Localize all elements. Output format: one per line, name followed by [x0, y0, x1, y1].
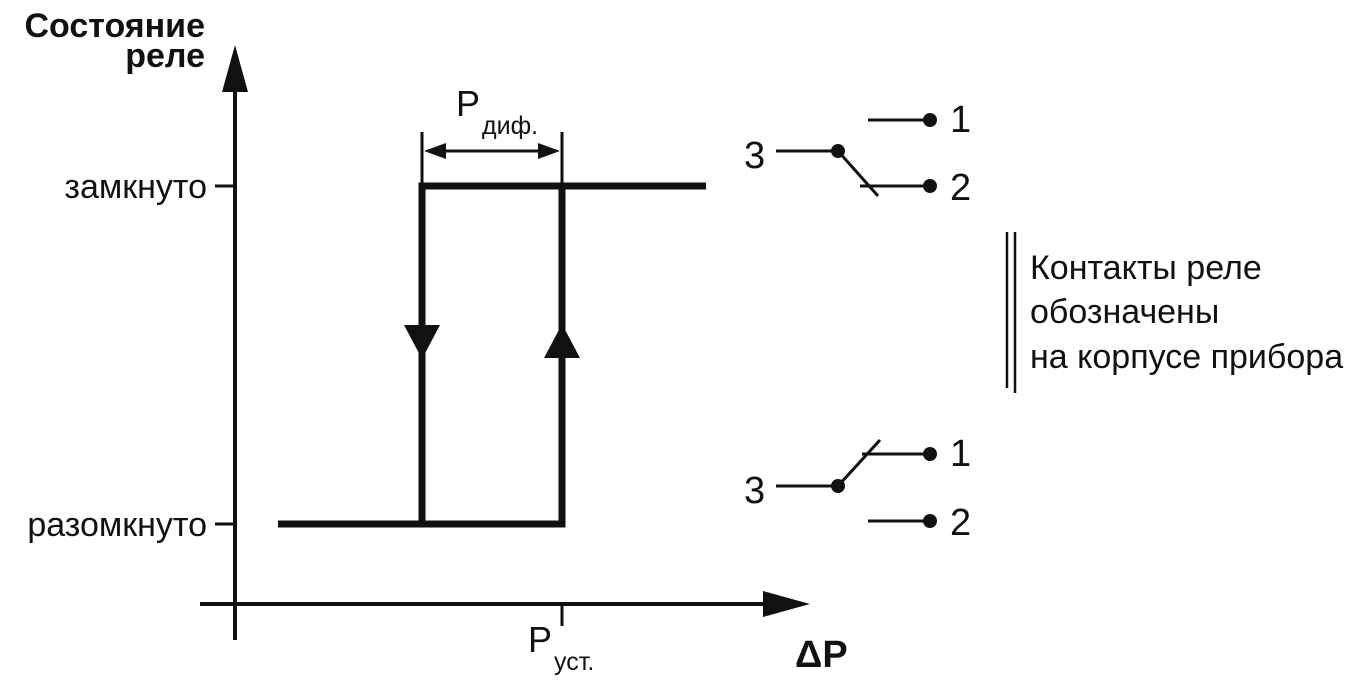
- x-axis-title: ΔP: [795, 634, 848, 676]
- state-open-label: разомкнуто: [27, 506, 207, 544]
- note-line-2: обозначены: [1030, 293, 1219, 331]
- note-line-3: на корпусе прибора: [1030, 338, 1343, 376]
- diff-label-main: P: [456, 83, 480, 124]
- state-closed-label: замкнуто: [64, 168, 207, 206]
- contact-symbol-open: [776, 438, 937, 528]
- contact-terminal-dot: [923, 113, 937, 127]
- p-set-label: Pуст.: [528, 619, 594, 676]
- contact-bottom-nc-label: 2: [950, 502, 971, 544]
- contact-bottom-no-label: 1: [950, 433, 971, 475]
- y-axis-arrowhead: [222, 45, 248, 92]
- diff-arrow-right-icon: [538, 143, 560, 159]
- contact-terminal-dot: [923, 447, 937, 461]
- y-axis-title-line1: Состояние: [25, 7, 206, 45]
- diff-arrow-left-icon: [424, 143, 446, 159]
- y-axis-title-line2: реле: [125, 37, 205, 75]
- contact-top-nc-label: 2: [950, 167, 971, 209]
- arrow-down-icon: [404, 325, 440, 359]
- contact-top-no-label: 1: [950, 99, 971, 141]
- diff-label-sub: диф.: [482, 112, 538, 140]
- p-set-label-sub: уст.: [554, 648, 594, 676]
- contact-symbol-closed: [776, 113, 937, 197]
- hysteresis-loop: [278, 182, 706, 528]
- contact-terminal-dot: [923, 179, 937, 193]
- contact-terminal-dot: [923, 514, 937, 528]
- note-line-1: Контакты реле: [1030, 249, 1262, 287]
- diff-label: Pдиф.: [456, 83, 538, 140]
- contact-bottom-common-label: 3: [744, 470, 765, 512]
- x-axis-arrowhead: [763, 591, 810, 617]
- p-set-label-main: P: [528, 619, 552, 660]
- contact-top-common-label: 3: [744, 135, 765, 177]
- hysteresis-return-path: [418, 182, 562, 524]
- arrow-up-icon: [544, 324, 580, 358]
